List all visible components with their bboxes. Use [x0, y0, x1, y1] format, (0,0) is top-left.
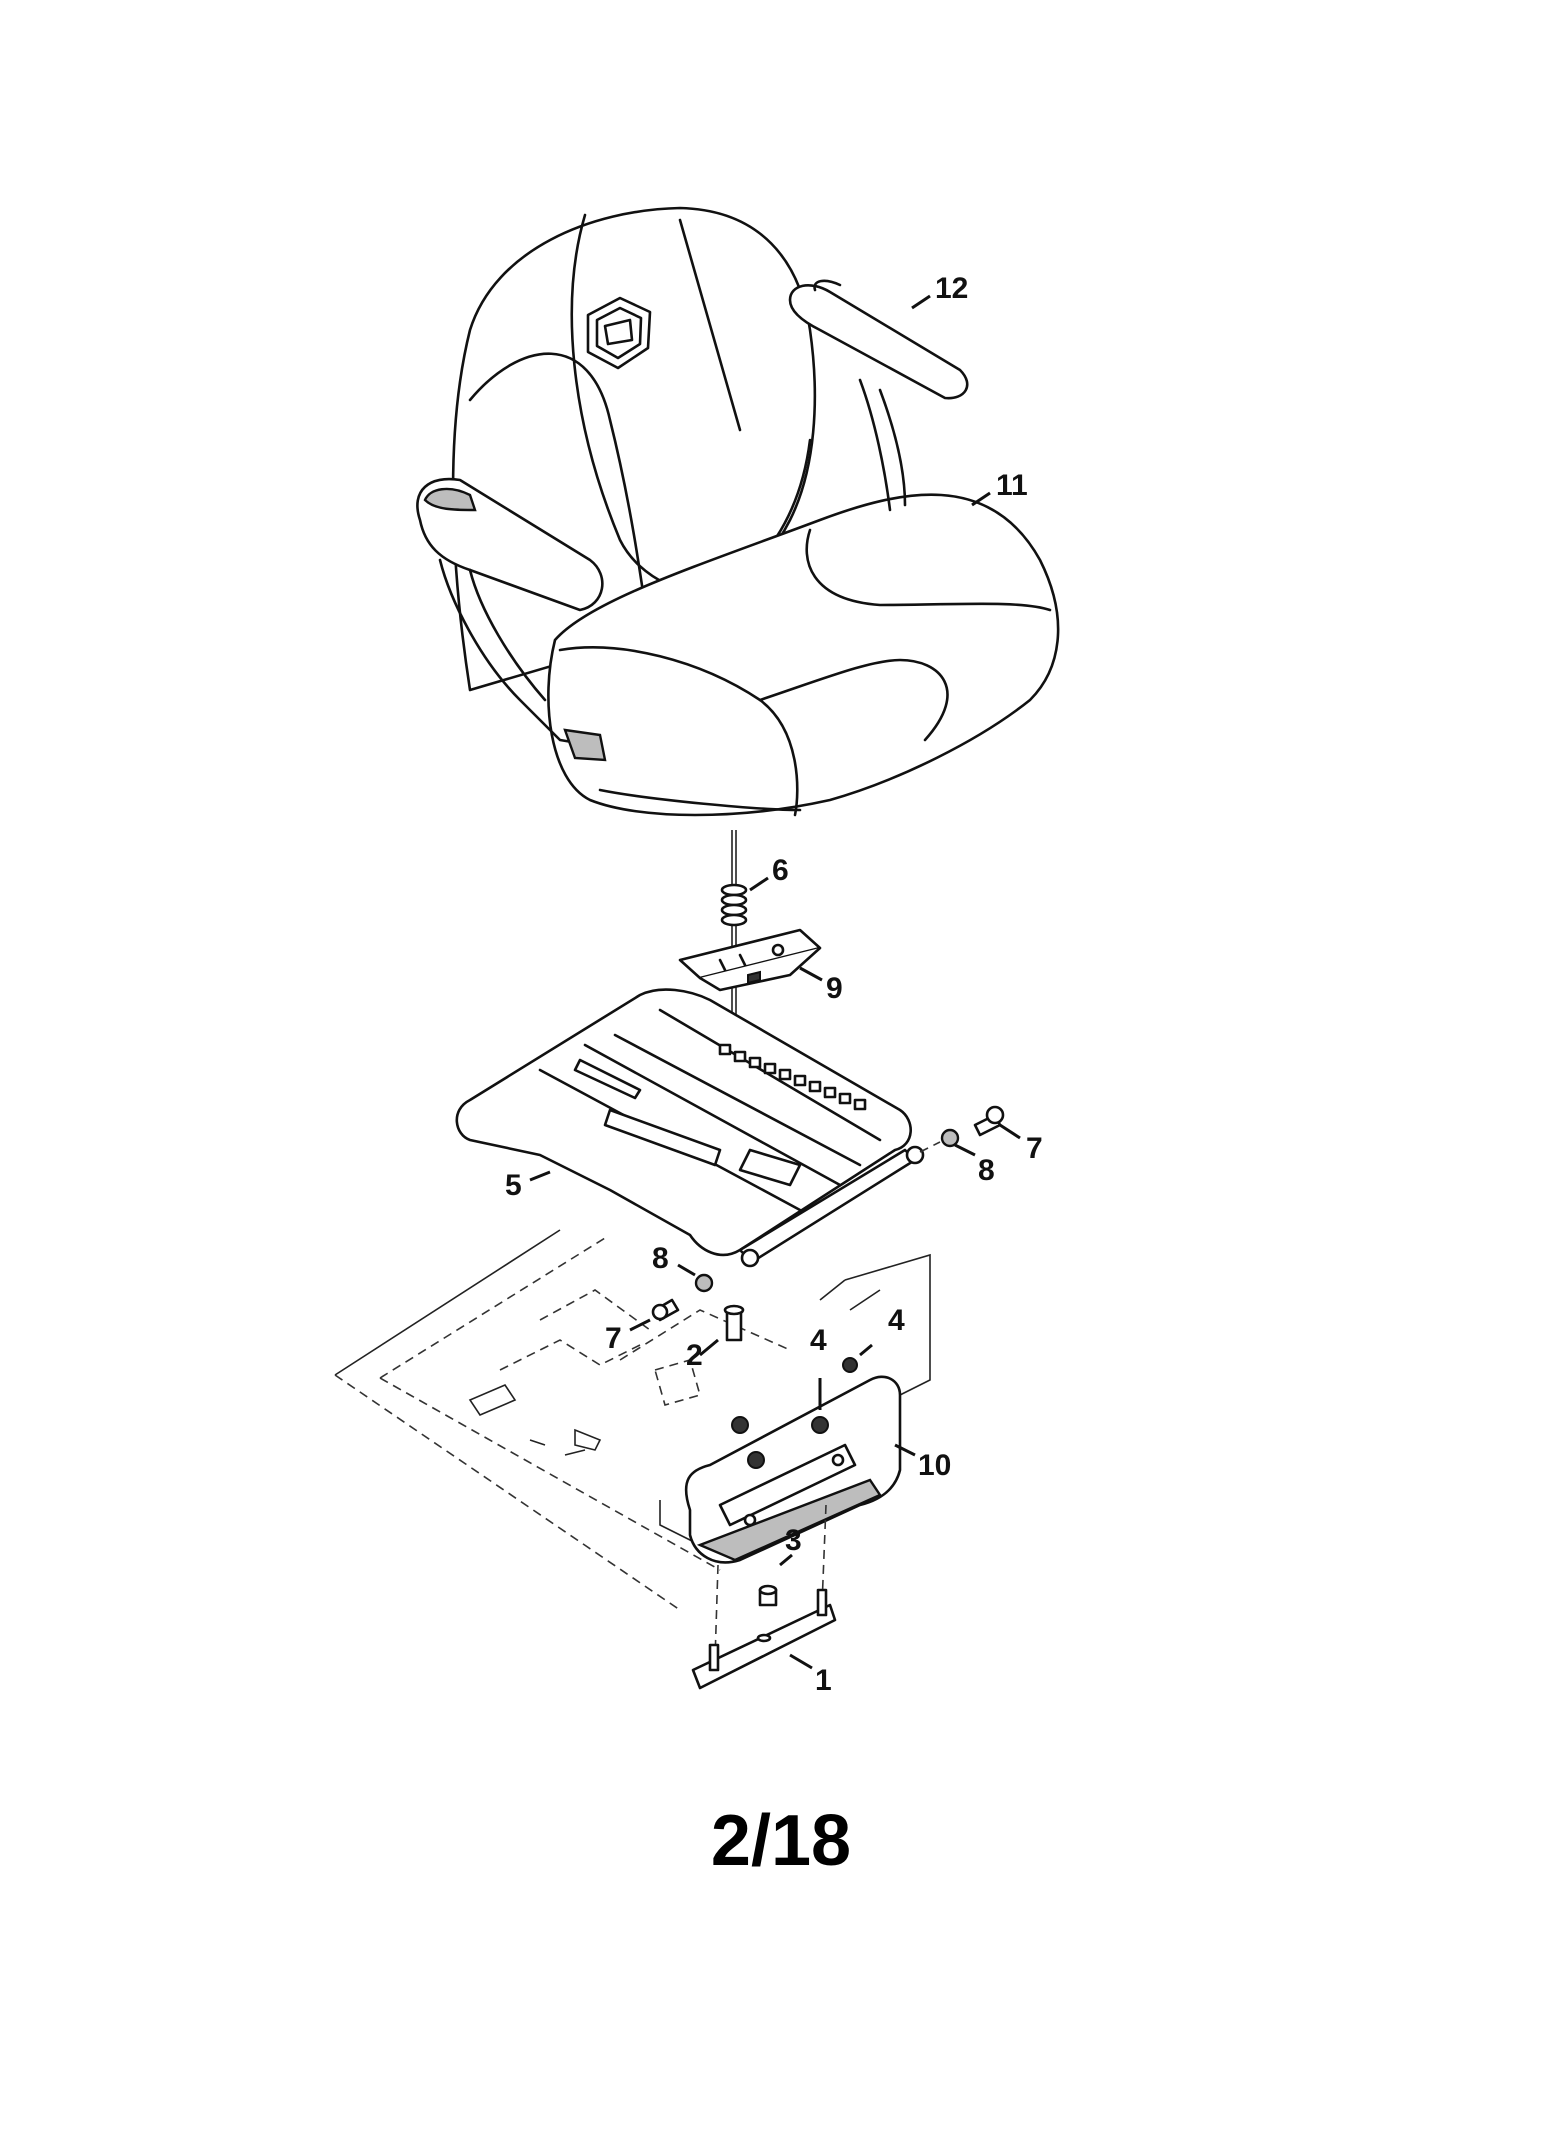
part-label-7-left: 7: [605, 1322, 622, 1355]
part-label-9: 9: [826, 972, 843, 1005]
adjustment-slots: [718, 1043, 867, 1111]
part-label-8-right: 8: [978, 1154, 995, 1187]
brand-logo-icon: [586, 296, 652, 370]
hinge-bolt-left: [651, 1273, 714, 1322]
pivot-pin: [723, 1304, 745, 1342]
seat-pan: [455, 988, 925, 1268]
part-labels: 12 11 6 9 5 7 8 8 7 2 4 4 10 3 1: [505, 272, 1043, 1697]
spring: [720, 883, 748, 927]
part-label-1: 1: [815, 1664, 832, 1697]
part-label-10: 10: [918, 1449, 951, 1482]
seat: [416, 206, 1060, 817]
part-label-4-right: 4: [888, 1304, 905, 1337]
part-label-2: 2: [686, 1339, 703, 1372]
hinge-bolt-right: [919, 1105, 1005, 1153]
part-label-5: 5: [505, 1169, 522, 1202]
part-label-8-left: 8: [652, 1242, 669, 1275]
part-label-6: 6: [772, 854, 789, 887]
part-label-11: 11: [996, 469, 1028, 502]
base-plate: [691, 1504, 837, 1690]
right-armrest: [788, 279, 969, 512]
seat-bracket: [678, 928, 822, 992]
part-label-7-right: 7: [1026, 1132, 1043, 1165]
page-number: 2/18: [710, 1801, 852, 1881]
part-label-12: 12: [935, 272, 968, 305]
seat-support-bracket: [684, 1357, 902, 1564]
left-armrest: [416, 477, 607, 762]
leader-lines: [529, 294, 1021, 1670]
part-label-3: 3: [785, 1524, 802, 1557]
part-label-4-left: 4: [810, 1324, 827, 1357]
